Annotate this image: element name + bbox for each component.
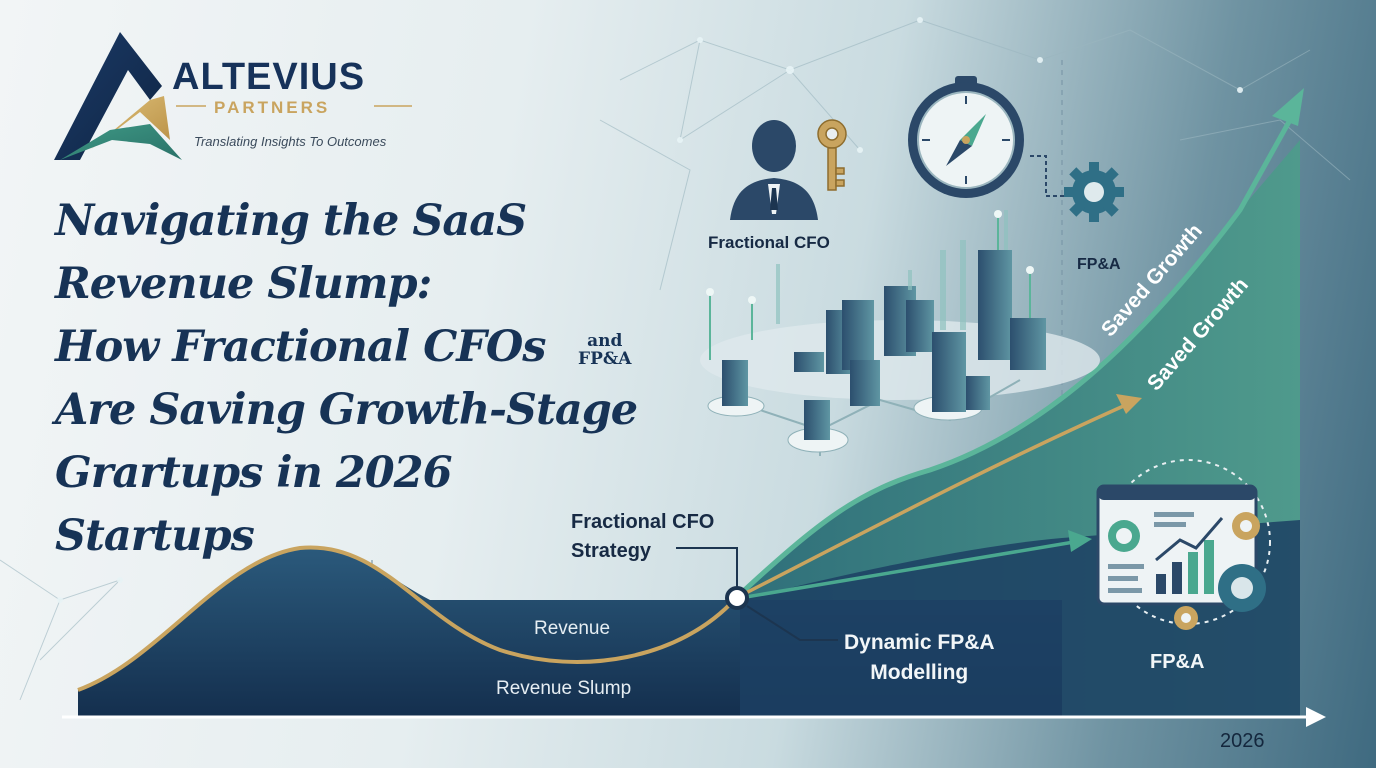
headline: Navigating the SaaS Revenue Slump: How F… xyxy=(55,190,638,568)
label-dynamic-modelling: Dynamic FP&A Modelling xyxy=(844,628,995,688)
brand-name: ALTEVIUS xyxy=(172,56,366,98)
growth-line-teal xyxy=(739,540,1075,600)
label-dynamic-line-1: Dynamic FP&A xyxy=(844,631,995,654)
altevius-logo xyxy=(54,32,412,160)
growth-line-main xyxy=(734,118,1293,600)
pivot-node xyxy=(725,586,749,610)
label-fpa-top: FP&A xyxy=(1077,256,1121,273)
teal-arrowhead xyxy=(1068,530,1092,552)
headline-line-4: Are Saving Growth-Stage xyxy=(55,385,638,435)
growth-line-gold xyxy=(735,402,1129,600)
label-cfo-strategy: Fractional CFO Strategy xyxy=(571,508,714,566)
headline-line-5: Grartups in 2026 xyxy=(55,448,453,498)
person-icon xyxy=(730,120,818,220)
label-revenue: Revenue xyxy=(534,618,611,639)
network-lines xyxy=(0,19,1351,701)
compass-connector xyxy=(1030,155,1070,197)
compass-icon xyxy=(908,76,1024,198)
headline-line-2: Revenue Slump: xyxy=(55,259,432,309)
timeline-arrowhead xyxy=(1306,707,1326,727)
headline-line-3: How Fractional CFOs xyxy=(55,322,547,372)
dashboard-icon xyxy=(1096,459,1271,630)
headline-line-1: Navigating the SaaS xyxy=(55,196,527,246)
label-cfo-strategy-line-2: Strategy xyxy=(571,540,652,562)
revenue-curve xyxy=(77,545,738,692)
headline-and-fpa: and FP&A xyxy=(578,332,631,368)
label-fractional-cfo: Fractional CFO xyxy=(708,233,830,252)
network-nodes xyxy=(57,17,1243,603)
city-illustration xyxy=(700,210,1100,456)
gear-icon xyxy=(1064,162,1124,222)
brand-tagline: Translating Insights To Outcomes xyxy=(194,134,387,149)
label-dynamic-line-2: Modelling xyxy=(870,661,969,684)
label-fpa-bottom: FP&A xyxy=(1150,651,1205,673)
strategy-connector xyxy=(676,547,738,588)
key-icon xyxy=(817,119,847,191)
headline-line-6: Startups xyxy=(55,511,255,561)
headline-and-word: and xyxy=(587,331,623,351)
dynamic-connector xyxy=(746,605,838,641)
brand-subtitle: PARTNERS xyxy=(214,98,331,117)
timeline-year: 2026 xyxy=(1220,730,1265,752)
gold-arrowhead xyxy=(1116,394,1142,414)
label-revenue-slump: Revenue Slump xyxy=(496,678,632,699)
growth-arrowhead-main xyxy=(1272,88,1304,126)
headline-and-fpa-word: FP&A xyxy=(578,349,632,369)
label-cfo-strategy-line-1: Fractional CFO xyxy=(571,511,715,533)
